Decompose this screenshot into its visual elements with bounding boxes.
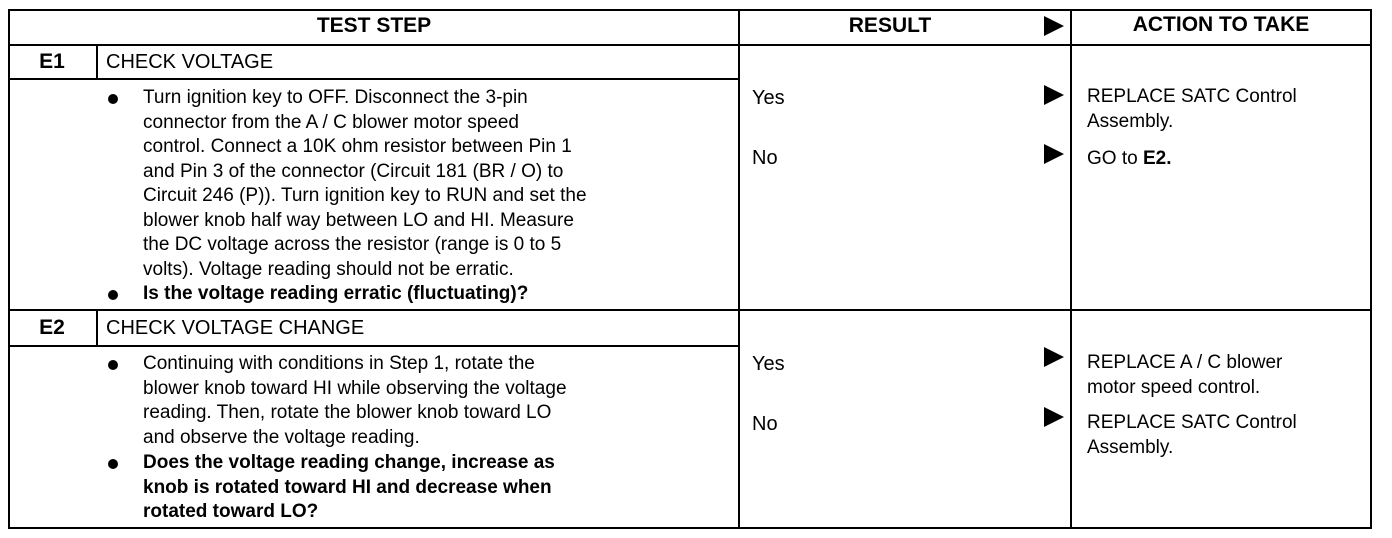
header-divider bbox=[8, 44, 1372, 46]
e2-yes-arrow-icon bbox=[1044, 347, 1064, 367]
e1-yes-arrow-icon bbox=[1044, 85, 1064, 105]
table-border-left bbox=[8, 9, 10, 529]
e1-bullet-2-text: Is the voltage reading erratic (fluctuat… bbox=[143, 283, 529, 304]
header-arrow-icon bbox=[1044, 16, 1064, 36]
e1-action-yes: REPLACE SATC Control Assembly. bbox=[1087, 86, 1297, 132]
table-border-right bbox=[1370, 9, 1372, 529]
e1-title-divider bbox=[8, 78, 740, 80]
e1-action-no: GO to E2. bbox=[1087, 146, 1367, 171]
result-col-divider bbox=[738, 9, 740, 529]
header-result: RESULT bbox=[848, 14, 932, 37]
table-border-top bbox=[8, 9, 1372, 11]
e1-result-yes: Yes bbox=[752, 87, 785, 109]
e2-id-divider bbox=[96, 309, 98, 347]
table-border-bottom bbox=[8, 527, 1372, 529]
e2-title-divider bbox=[8, 345, 740, 347]
step-id-e1: E1 bbox=[39, 50, 65, 73]
e2-no-arrow-icon bbox=[1044, 407, 1064, 427]
bullet-icon bbox=[108, 94, 118, 104]
action-col-divider bbox=[1070, 9, 1072, 529]
step-title-e2: CHECK VOLTAGE CHANGE bbox=[106, 317, 365, 339]
e2-bullet-1-text: Continuing with conditions in Step 1, ro… bbox=[143, 353, 567, 448]
step-divider bbox=[8, 309, 1372, 311]
e1-bullet-1-text: Turn ignition key to OFF. Disconnect the… bbox=[143, 87, 587, 280]
bullet-icon bbox=[108, 290, 118, 300]
e2-result-no: No bbox=[752, 413, 778, 435]
e2-action-yes: REPLACE A / C blower motor speed control… bbox=[1087, 352, 1283, 398]
step-title-e1: CHECK VOLTAGE bbox=[106, 51, 274, 73]
e1-action-no-step-ref: E2. bbox=[1142, 148, 1172, 169]
e1-no-arrow-icon bbox=[1044, 144, 1064, 164]
e2-result-yes: Yes bbox=[752, 353, 785, 375]
bullet-icon bbox=[108, 459, 118, 469]
step-id-e2: E2 bbox=[39, 316, 65, 339]
e1-action-no-prefix: GO to bbox=[1087, 148, 1143, 169]
header-action: ACTION TO TAKE bbox=[1132, 13, 1310, 36]
e1-id-divider bbox=[96, 44, 98, 80]
header-test-step: TEST STEP bbox=[316, 14, 432, 37]
bullet-icon bbox=[108, 360, 118, 370]
e1-result-no: No bbox=[752, 147, 778, 169]
e2-action-no: REPLACE SATC Control Assembly. bbox=[1087, 412, 1297, 458]
e2-bullet-2-text: Does the voltage reading change, increas… bbox=[143, 452, 555, 522]
